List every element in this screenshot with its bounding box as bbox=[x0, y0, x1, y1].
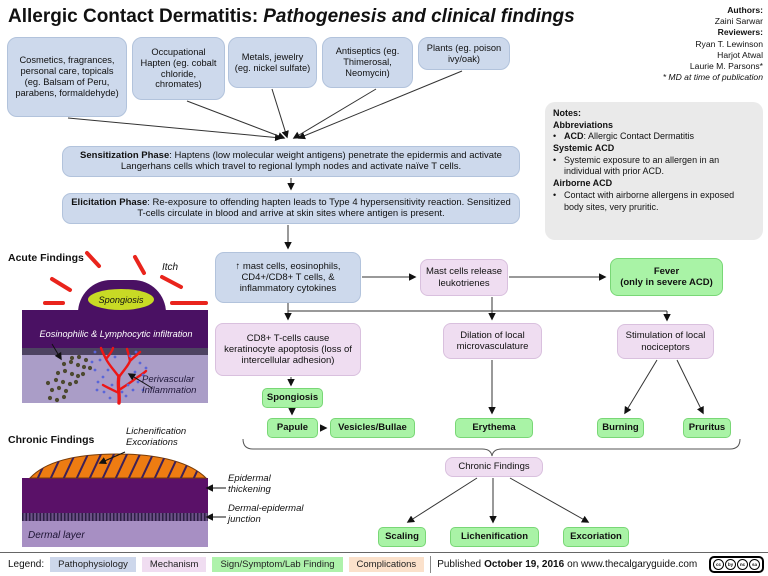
sensitization-body: : Haptens (low molecular weight antigens… bbox=[120, 150, 502, 173]
epidermal-thickening-label: Epidermal thickening bbox=[228, 473, 271, 496]
notes-bullet: • Contact with airborne allergens in exp… bbox=[553, 190, 755, 213]
page-title-sub: Pathogenesis and clinical findings bbox=[263, 6, 575, 27]
reviewers-label: Reviewers: bbox=[717, 27, 763, 38]
node-sensitization-phase: Sensitization Phase: Haptens (low molecu… bbox=[62, 146, 520, 177]
bullet-icon: • bbox=[553, 189, 557, 200]
node-spongiosis: Spongiosis bbox=[262, 388, 323, 408]
elicitation-label: Elicitation Phase bbox=[71, 197, 148, 208]
node-vesicles-bullae: Vesicles/Bullae bbox=[330, 418, 415, 438]
footer-divider bbox=[430, 556, 432, 573]
bullet-icon: • bbox=[553, 154, 557, 165]
node-papule: Papule bbox=[267, 418, 318, 438]
cc-license-badge: cc by nc sa bbox=[709, 556, 764, 573]
spongiosis-ellipse: Spongiosis bbox=[88, 289, 154, 310]
lichenification-line: Lichenification bbox=[126, 426, 187, 437]
node-stimulation: Stimulation of local nociceptors bbox=[617, 324, 714, 359]
credits-footnote: * MD at time of publication bbox=[662, 72, 763, 83]
infiltration-label: Eosinophilic & Lymphocytic infiltration bbox=[39, 329, 193, 339]
chronic-dermis-layer bbox=[22, 521, 208, 547]
sensitization-label: Sensitization Phase bbox=[80, 150, 170, 161]
chronic-findings-label: Chronic Findings bbox=[8, 434, 95, 446]
published-line: Published October 19, 2016 on www.thecal… bbox=[437, 559, 697, 570]
fever-line1: Fever bbox=[653, 265, 680, 277]
notes-systemic-heading: Systemic ACD bbox=[553, 143, 615, 154]
legend-pathophysiology: Pathophysiology bbox=[50, 557, 136, 572]
notes-abbrev-term: ACD bbox=[564, 131, 584, 142]
node-pruritus: Pruritus bbox=[683, 418, 731, 438]
reviewer-name: Ryan T. Lewinson bbox=[695, 38, 763, 49]
published-date: October 19, 2016 bbox=[484, 559, 565, 570]
lichenification-excoriations-label: Lichenification Excoriations bbox=[126, 426, 186, 449]
acute-findings-label: Acute Findings bbox=[8, 252, 84, 264]
reviewer-name: Harjot Atwal bbox=[717, 49, 763, 60]
node-cause-cosmetics: Cosmetics, fragrances, personal care, to… bbox=[7, 37, 127, 117]
elicitation-body: : Re-exposure to offending hapten leads … bbox=[137, 197, 511, 220]
dermal-epidermal-junction-label: Dermal-epidermal junction bbox=[228, 503, 304, 526]
dermal-layer-label: Dermal layer bbox=[28, 530, 85, 541]
cc-icon: cc bbox=[713, 559, 724, 570]
fever-line2: (only in severe ACD) bbox=[620, 277, 713, 288]
notes-airborne-heading: Airborne ACD bbox=[553, 178, 613, 189]
page-title: Allergic Contact Dermatitis:Pathogenesis… bbox=[8, 6, 575, 28]
node-cause-occupational: Occupational Hapten (eg. cobalt chloride… bbox=[132, 37, 225, 100]
node-cause-plants: Plants (eg. poison ivy/oak) bbox=[418, 37, 510, 70]
legend-label: Legend: bbox=[8, 559, 45, 570]
reviewer-name: Laurie M. Parsons* bbox=[689, 60, 763, 71]
node-scaling: Scaling bbox=[378, 527, 426, 547]
acute-junction-band bbox=[22, 348, 208, 355]
notes-abbrev-heading: Abbreviations bbox=[553, 119, 614, 130]
author-name: Zaini Sarwar bbox=[714, 16, 763, 27]
node-burning: Burning bbox=[597, 418, 644, 438]
node-elicitation-phase: Elicitation Phase: Re-exposure to offend… bbox=[62, 193, 520, 224]
node-fever: Fever (only in severe ACD) bbox=[610, 258, 723, 296]
acute-epidermis-layer bbox=[22, 310, 208, 348]
chronic-epidermis-layer bbox=[22, 478, 208, 513]
node-dilation: Dilation of local microvasculature bbox=[443, 323, 542, 359]
node-chronic-findings: Chronic Findings bbox=[445, 457, 543, 477]
node-mast-release: Mast cells release leukotrienes bbox=[420, 259, 508, 296]
node-erythema: Erythema bbox=[455, 418, 533, 438]
node-cause-antiseptics: Antiseptics (eg. Thimerosal, Neomycin) bbox=[322, 37, 413, 88]
node-mast-increase: ↑ mast cells, eosinophils, CD4+/CD8+ T c… bbox=[215, 252, 361, 303]
lichenified-cap-icon bbox=[28, 453, 208, 479]
published-site: on www.thecalgaryguide.com bbox=[567, 559, 698, 570]
bullet-icon: • bbox=[553, 131, 557, 142]
legend-bar: Legend: Pathophysiology Mechanism Sign/S… bbox=[0, 552, 768, 576]
excoriations-line: Excoriations bbox=[126, 437, 178, 449]
notes-bullet: • Systemic exposure to an allergen in an… bbox=[553, 155, 755, 178]
itch-label: Itch bbox=[162, 262, 179, 273]
perivascular-label: Perivascular Inflammation bbox=[142, 374, 197, 397]
node-lichenification: Lichenification bbox=[450, 527, 539, 547]
notes-abbrev-def: : Allergic Contact Dermatitis bbox=[583, 131, 695, 142]
cc-sa-icon: sa bbox=[749, 559, 760, 570]
chronic-junction-band bbox=[22, 513, 208, 521]
cc-nc-icon: nc bbox=[737, 559, 748, 570]
node-cd8-apoptosis: CD8+ T-cells cause keratinocyte apoptosi… bbox=[215, 323, 361, 376]
notes-title: Notes: bbox=[553, 108, 582, 118]
legend-mechanism: Mechanism bbox=[141, 557, 207, 572]
page-title-main: Allergic Contact Dermatitis: bbox=[8, 6, 259, 27]
credits-block: Authors: Zaini Sarwar Reviewers: Ryan T.… bbox=[663, 5, 763, 83]
notes-airborne-text: Contact with airborne allergens in expos… bbox=[564, 189, 735, 212]
node-excoriation: Excoriation bbox=[563, 527, 629, 547]
notes-systemic-text: Systemic exposure to an allergen in an i… bbox=[564, 154, 720, 177]
notes-panel: Notes: Abbreviations • ACD: Allergic Con… bbox=[545, 102, 763, 240]
notes-bullet: • ACD: Allergic Contact Dermatitis bbox=[553, 131, 755, 143]
published-prefix: Published bbox=[437, 559, 482, 570]
legend-complications: Complications bbox=[348, 557, 425, 572]
legend-sign-symptom: Sign/Symptom/Lab Finding bbox=[212, 557, 343, 572]
authors-label: Authors: bbox=[727, 5, 763, 15]
cc-by-icon: by bbox=[725, 559, 736, 570]
node-cause-metals: Metals, jewelry (eg. nickel sulfate) bbox=[228, 37, 317, 88]
